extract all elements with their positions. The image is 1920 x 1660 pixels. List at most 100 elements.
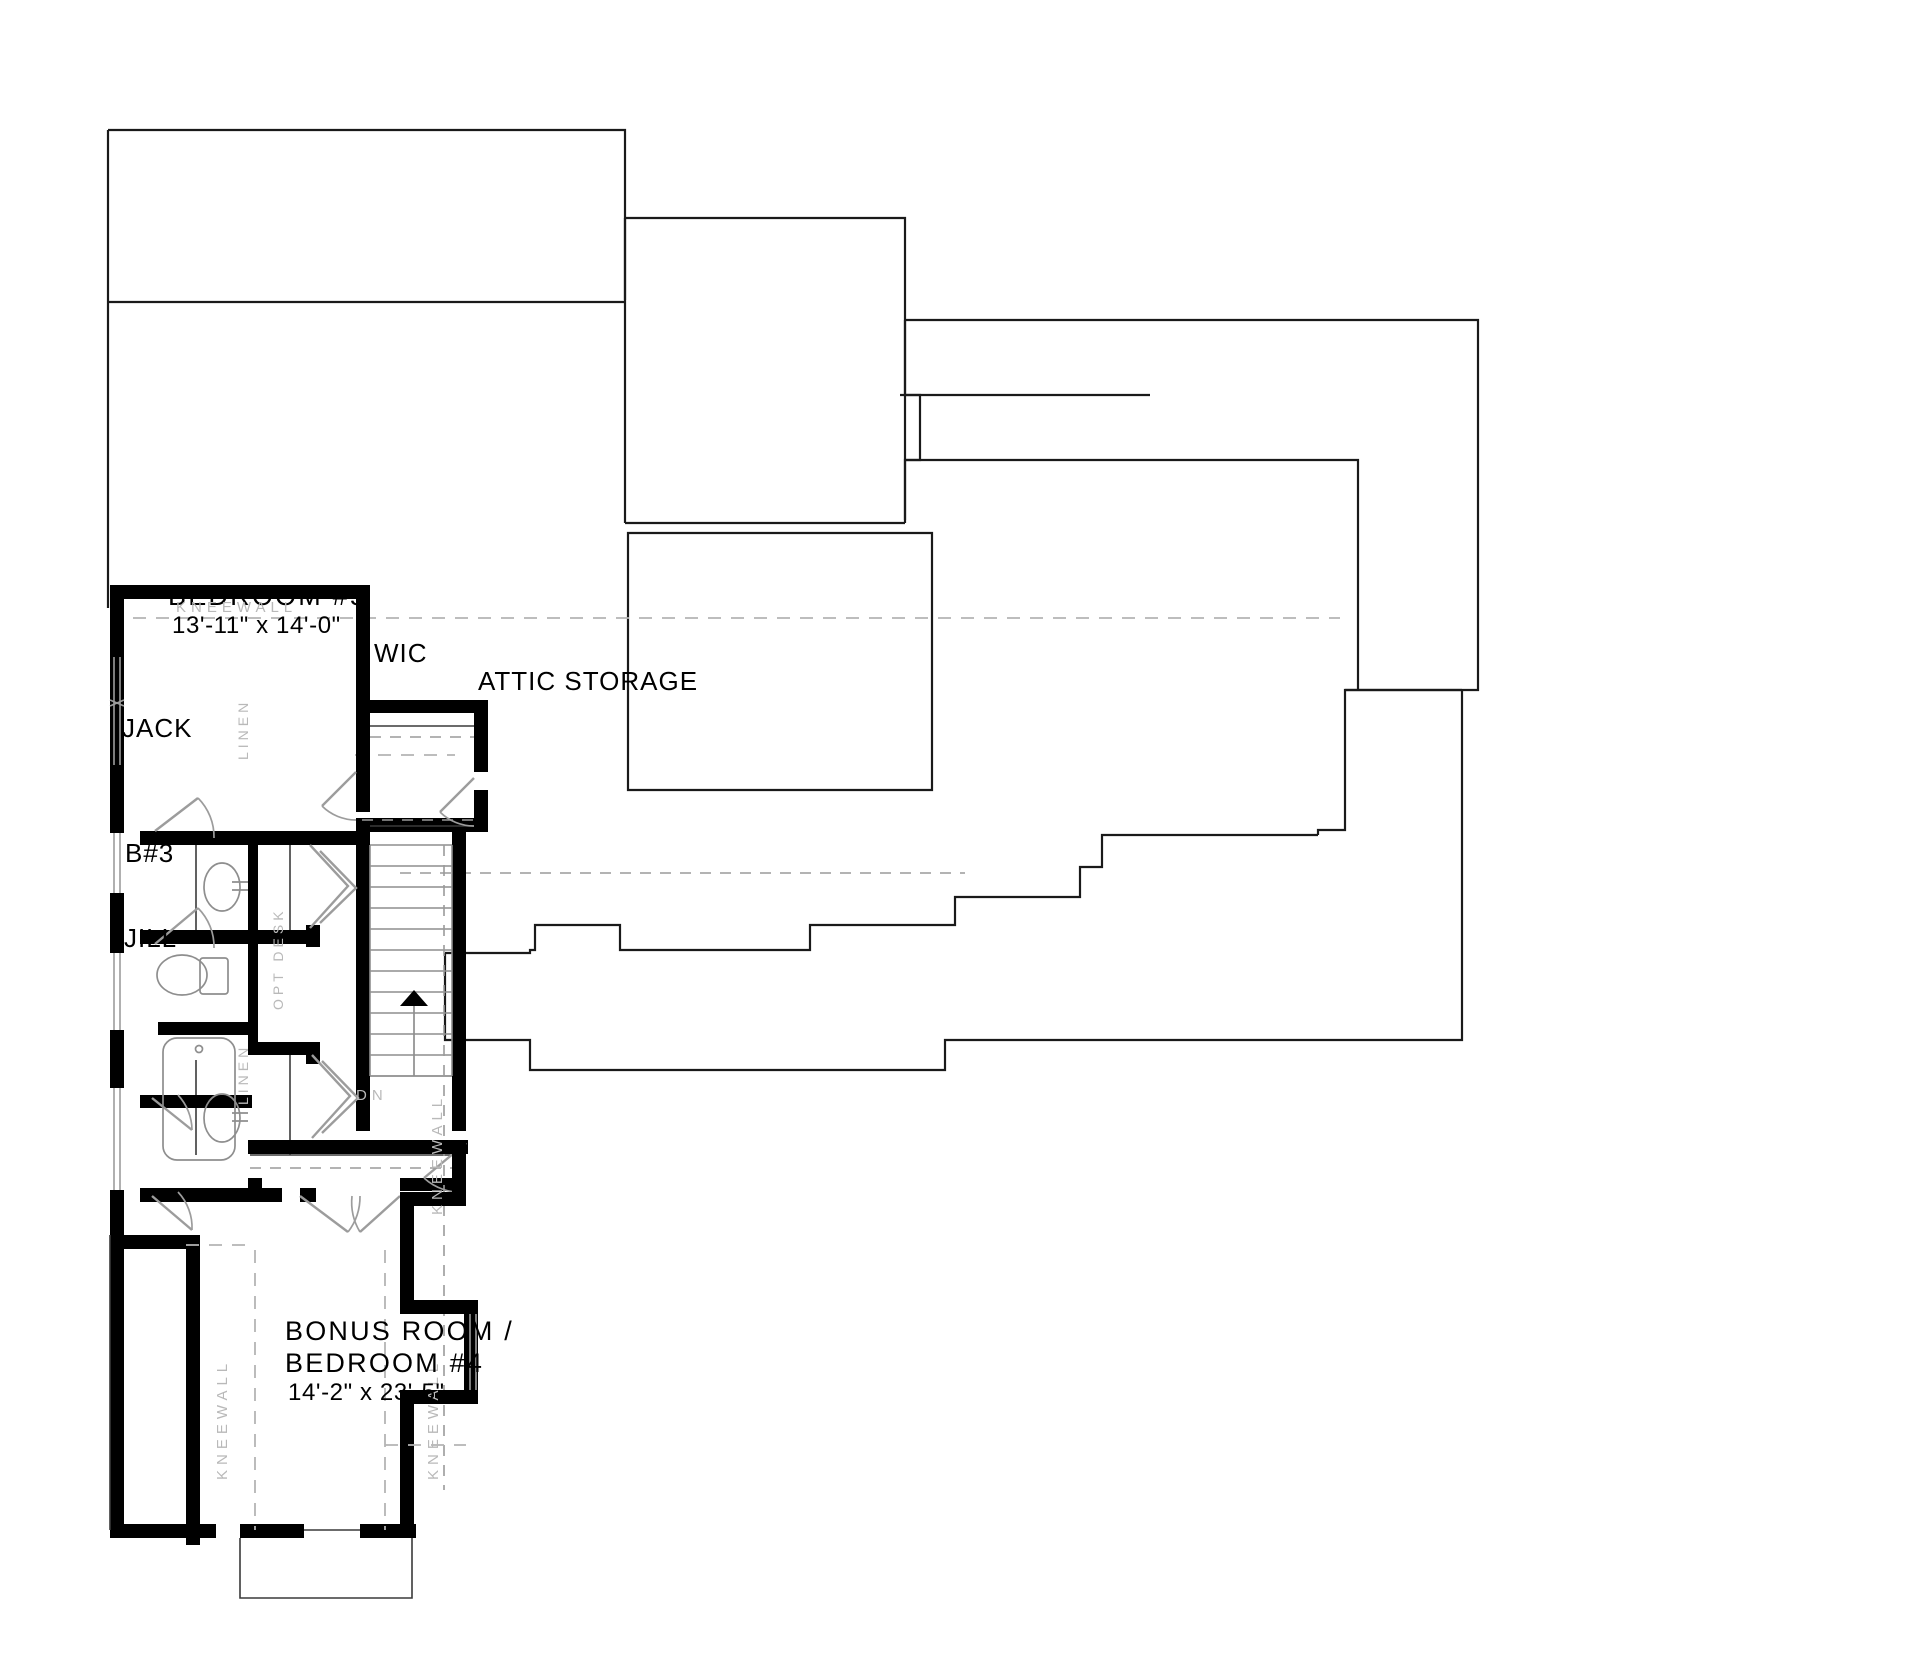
door-wic-left-swing (321, 805, 357, 821)
label-bath3: B#3 (125, 838, 174, 868)
wall-bonus-inner-left (186, 1235, 200, 1545)
dashed-roof-lines (110, 617, 1340, 874)
door-bedroom5-swing (197, 797, 215, 839)
door-b3-panel[interactable] (151, 1097, 193, 1131)
wall-bonus-right-upper (452, 1140, 466, 1205)
roof-wing-right-mid (905, 458, 1360, 690)
label-bonus-line2: BEDROOM #4 (285, 1348, 484, 1378)
bonus-bumpout-outline (239, 1538, 413, 1599)
wall-bonus-bottom-mid-a (240, 1524, 304, 1538)
sink-jack-basin (203, 862, 241, 912)
text-label-group: BEDROOM #5 13'-11" x 14'-0" WIC ATTIC ST… (122, 581, 698, 1480)
toilet-bowl (156, 954, 208, 996)
door-wic-right-panel[interactable] (439, 777, 475, 813)
door-jill-swing (177, 1191, 193, 1231)
sink-jill-faucet (232, 1112, 248, 1122)
wall-bonus-left-exterior (110, 1235, 124, 1535)
label-opt-desk: OPT DESK (270, 907, 286, 1010)
label-bonus-line1: BONUS ROOM / (285, 1316, 514, 1346)
wall-bedroom5-top (110, 585, 370, 599)
roof-notch-step (903, 320, 922, 523)
label-bedroom5: BEDROOM #5 (168, 581, 367, 611)
door-wic-left-panel[interactable] (321, 771, 357, 807)
roof-block-center-upper (625, 216, 907, 520)
roof-outline-top-left (108, 128, 627, 300)
toilet-tank (199, 957, 229, 995)
wall-left-seg-5 (110, 1190, 124, 1235)
wall-left-window-stop-a (110, 645, 124, 657)
wall-bonus-bottom-mid-b (360, 1524, 416, 1538)
wall-linen-lower-top (248, 1042, 320, 1055)
stair-treads (370, 844, 452, 1077)
bedroom5-walls (109, 585, 370, 1235)
wall-left-seg-2 (110, 765, 124, 833)
door-linen-upper-panel2[interactable] (319, 850, 358, 924)
label-jill: JILL (124, 923, 177, 953)
wall-hall-left (356, 831, 370, 1131)
label-kneewall-bottom-right: KNEEWALL (425, 1359, 442, 1480)
door-bedroom5-panel[interactable] (154, 797, 199, 832)
wall-jack-bottom (174, 930, 310, 944)
door-bonus-right-panel[interactable] (359, 1195, 401, 1233)
window-left-bonus (113, 1088, 121, 1190)
bonus-room-walls (109, 1140, 478, 1599)
door-linen-upper-panel[interactable] (309, 844, 350, 929)
label-bonus-dim: 14'-2" x 23'-5" (288, 1379, 445, 1406)
door-bonus-left-panel[interactable] (299, 1195, 349, 1233)
door-group (151, 797, 467, 1233)
wall-linen-upper-post (306, 925, 320, 947)
door-bonus-right-swing (350, 1195, 361, 1233)
wall-bonus-right-a (400, 1192, 414, 1312)
wall-jack-bottom-stub (140, 930, 174, 944)
label-linen-upper: LINEN (235, 699, 251, 760)
label-jack: JACK (122, 713, 192, 743)
wall-bonus-top-left (110, 1235, 198, 1249)
window-mark-left (109, 699, 125, 707)
label-linen-lower: LINEN (235, 1044, 251, 1105)
wall-bonus-bay-right (464, 1300, 478, 1400)
wall-linen-upper-left (248, 845, 258, 941)
wall-wic-top (356, 700, 488, 713)
roof-block-center-lower (626, 531, 934, 792)
roof-step-profile-lower (443, 690, 1464, 1072)
wall-linen-top (310, 831, 356, 845)
window-left-mid (113, 833, 121, 893)
door-wic-right-swing (439, 811, 475, 827)
wall-bonus-bay-top (400, 1300, 478, 1314)
window-left-lower (113, 953, 121, 1030)
staircase-group[interactable] (369, 844, 453, 1077)
label-stairs-dn: DN (356, 1087, 388, 1104)
wall-bonus-bay-bottom (400, 1390, 478, 1404)
door-jack-panel[interactable] (154, 907, 199, 945)
wic-walls (321, 700, 488, 832)
wall-hall-right (452, 831, 466, 1131)
fixture-group (156, 862, 248, 1161)
wall-jack-top (174, 831, 310, 845)
wall-b3-divider (158, 1022, 250, 1035)
stair-arrow-head (400, 990, 428, 1006)
door-linen-lower-panel2[interactable] (321, 1060, 360, 1134)
label-kneewall-top: KNEEWALL (176, 599, 297, 616)
wall-left-seg-3 (110, 893, 124, 953)
wall-bonus-bottom-left (110, 1524, 216, 1538)
roof-step-profile-upper (445, 833, 1318, 955)
label-attic-storage: ATTIC STORAGE (478, 666, 698, 696)
door-linen-lower-panel[interactable] (311, 1054, 352, 1139)
roof-outline-group (106, 128, 1480, 1072)
wall-wic-left-lower (356, 766, 370, 812)
wall-shelf-post-left (248, 1178, 262, 1190)
sink-jill-basin (203, 1093, 241, 1143)
door-b3-swing (177, 1094, 193, 1131)
wall-left-seg-4 (110, 1030, 124, 1088)
wall-mid-divider (248, 944, 258, 1044)
roof-wing-right-upper (905, 318, 1480, 835)
bonus-dashed-lines (186, 1244, 466, 1530)
window-left-upper (113, 657, 121, 765)
door-jill-panel[interactable] (151, 1195, 193, 1231)
sink-jack-faucet (232, 881, 248, 891)
bathtub-drain (194, 1044, 204, 1054)
wall-bedroom5-right-upper (356, 585, 370, 715)
wall-wic-right (474, 700, 488, 772)
